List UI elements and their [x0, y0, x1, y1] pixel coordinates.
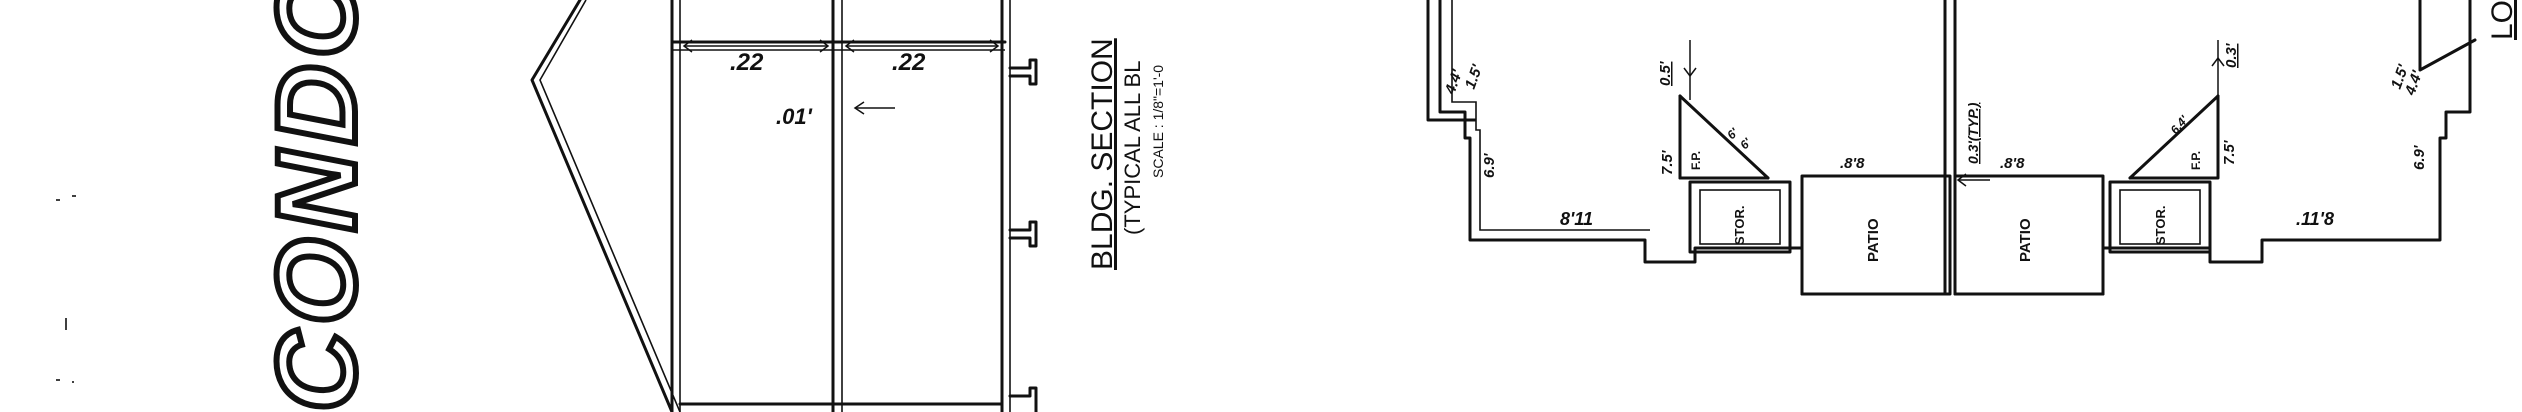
title-fragment: CONDO — [254, 0, 379, 412]
edge-label: LO — [2486, 0, 2519, 40]
section-width-right: .22 — [892, 49, 926, 76]
dim-right-03: 0.3' — [2223, 43, 2240, 68]
fp-left-label: F.P. — [1689, 151, 1703, 170]
dim-patio-right: .8'8 — [2000, 155, 2025, 172]
section-height: .01' — [776, 104, 813, 129]
section-subtitle: (TYPICAL ALL BL — [1120, 61, 1145, 235]
floor-plan — [1426, 0, 2477, 296]
dim-left-05: 0.5' — [1657, 61, 1674, 86]
fp-right-label: F.P. — [2189, 151, 2203, 170]
dim-right-69: 6.9' — [2411, 145, 2428, 170]
patio-right-label: PATIO — [2017, 218, 2034, 262]
dim-patio-left: .8'8 — [1840, 155, 1865, 172]
section-scale: SCALE : 1/8"=1'-0 — [1150, 65, 1166, 178]
dim-right-75: 7.5' — [2221, 140, 2238, 165]
dim-bottom-right: .11'8 — [2296, 209, 2334, 229]
dim-left-75: 7.5' — [1659, 150, 1676, 175]
stor-left-label: STOR. — [1732, 206, 1747, 246]
dim-fp-left-b: 6' — [1737, 135, 1754, 152]
dim-wall-left-b: 1.5' — [1462, 62, 1486, 91]
scan-marks — [56, 195, 76, 383]
dim-left-69: 6.9' — [1481, 153, 1498, 178]
patio-left-label: PATIO — [1865, 218, 1882, 262]
section-width-left: .22 — [730, 49, 764, 76]
dim-bottom-left: 8'11 — [1560, 209, 1593, 229]
dim-fp-right: 6.4' — [2168, 112, 2192, 137]
building-section — [530, 0, 1038, 412]
section-title: BLDG. SECTION — [1086, 38, 1119, 270]
dim-typ-center: 0.3'(TYP.) — [1965, 102, 1981, 164]
stor-right-label: STOR. — [2153, 206, 2168, 246]
